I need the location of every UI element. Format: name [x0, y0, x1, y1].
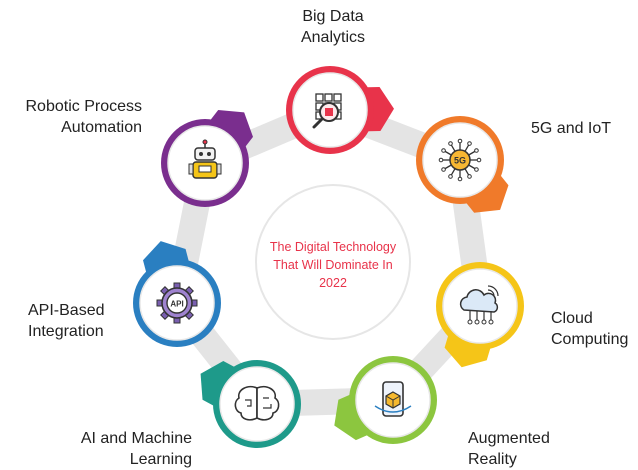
node-5g-iot: 5G	[416, 116, 509, 213]
label-ar-line-1: Augmented	[468, 430, 550, 447]
center-circle	[255, 184, 411, 340]
label-ai-ml-line-1: AI and Machine	[80, 430, 192, 447]
node-cloud	[436, 262, 524, 368]
robot-icon	[188, 139, 222, 179]
node-api: API	[133, 241, 221, 347]
label-5g-iot: 5G and IoT	[531, 118, 611, 139]
center-title-line-1: The Digital Technology	[269, 240, 397, 254]
label-api-line-2: Integration	[28, 323, 104, 340]
cloud-network-icon	[459, 285, 499, 325]
label-big-data: Big Data Analytics	[258, 6, 408, 48]
node-rpa	[161, 109, 253, 207]
label-rpa-line-1: Robotic Process	[25, 98, 143, 115]
node-ai-ml	[200, 360, 301, 448]
label-api: API-Based Integration	[28, 300, 104, 342]
label-api-line-1: API-Based	[28, 302, 105, 319]
phone-cube-icon	[374, 381, 412, 417]
label-rpa: Robotic Process Automation	[10, 96, 143, 138]
center-title-line-3: 2022	[319, 276, 347, 290]
label-cloud-line-1: Cloud	[551, 310, 593, 327]
center-title: The Digital Technology That Will Dominat…	[258, 238, 408, 292]
api-gear-icon: API	[156, 282, 198, 324]
label-big-data-line-1: Big Data	[302, 8, 364, 25]
node-ar	[334, 356, 437, 444]
5g-chip-icon: 5G	[438, 138, 482, 182]
magnifier-grid-icon	[312, 93, 342, 129]
technology-nodes: 5G API	[133, 66, 524, 448]
label-rpa-line-2: Automation	[61, 119, 142, 136]
label-cloud-line-2: Computing	[551, 331, 629, 348]
label-ai-ml: AI and Machine Learning	[30, 428, 192, 470]
node-big-data	[286, 66, 394, 154]
label-ar: Augmented Reality	[468, 428, 550, 470]
svg-text:API: API	[170, 300, 183, 309]
label-ai-ml-line-2: Learning	[129, 451, 192, 468]
center-title-line-2: That Will Dominate In	[273, 258, 393, 272]
label-ar-line-2: Reality	[468, 451, 517, 468]
brain-circuit-icon	[234, 385, 280, 421]
label-cloud: Cloud Computing	[551, 308, 628, 350]
svg-text:5G: 5G	[454, 156, 466, 166]
label-big-data-line-2: Analytics	[300, 29, 366, 46]
label-5g-iot-line-1: 5G and IoT	[531, 120, 612, 137]
